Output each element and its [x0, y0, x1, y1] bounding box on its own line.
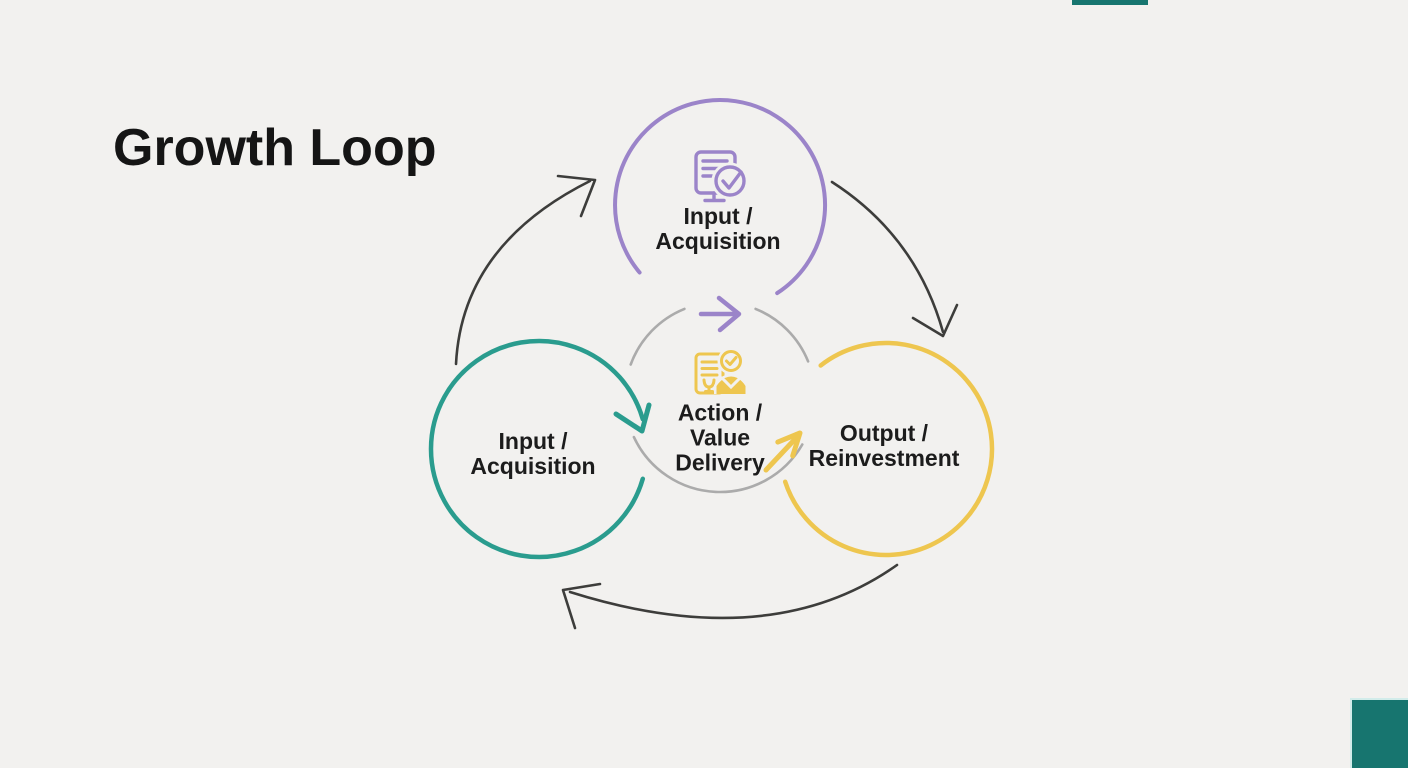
document-person-icon — [694, 347, 748, 395]
center-circle — [629, 307, 810, 494]
label-line: Output / — [839, 420, 929, 446]
label-line: Delivery — [675, 449, 765, 476]
flow-arrow-top-to-right — [830, 180, 959, 338]
label-line: Acquisition — [655, 228, 781, 254]
left-circle — [428, 338, 652, 560]
teal-arrowhead-icon — [613, 402, 652, 434]
label-line: Acquisition — [470, 453, 596, 479]
center-circle-label: Action / Value Delivery — [675, 399, 765, 476]
flow-arrow-right-to-left — [561, 563, 899, 630]
label-line: Input / — [683, 203, 753, 229]
flow-arrow-left-to-top — [454, 174, 597, 366]
right-circle — [763, 340, 995, 558]
top-circle-label: Input / Acquisition — [655, 204, 780, 254]
corner-accent-block — [1350, 698, 1408, 768]
left-circle-label: Input / Acquisition — [470, 429, 595, 479]
top-circle — [613, 98, 828, 296]
arrowhead-up-left-icon — [561, 582, 602, 630]
yellow-arrow-icon — [763, 430, 803, 473]
label-line: Input / — [498, 428, 568, 454]
arrowhead-up-right-icon — [556, 174, 597, 218]
top-accent-bar — [1072, 0, 1148, 5]
page-title: Growth Loop — [113, 119, 437, 177]
label-line: Action / — [677, 399, 763, 426]
document-check-icon — [694, 150, 749, 203]
label-line: Value — [689, 424, 751, 451]
right-circle-label: Output / Reinvestment — [809, 421, 960, 471]
label-line: Reinvestment — [808, 445, 960, 471]
arrowhead-down-icon — [911, 303, 959, 338]
purple-arrow-icon — [698, 295, 742, 333]
